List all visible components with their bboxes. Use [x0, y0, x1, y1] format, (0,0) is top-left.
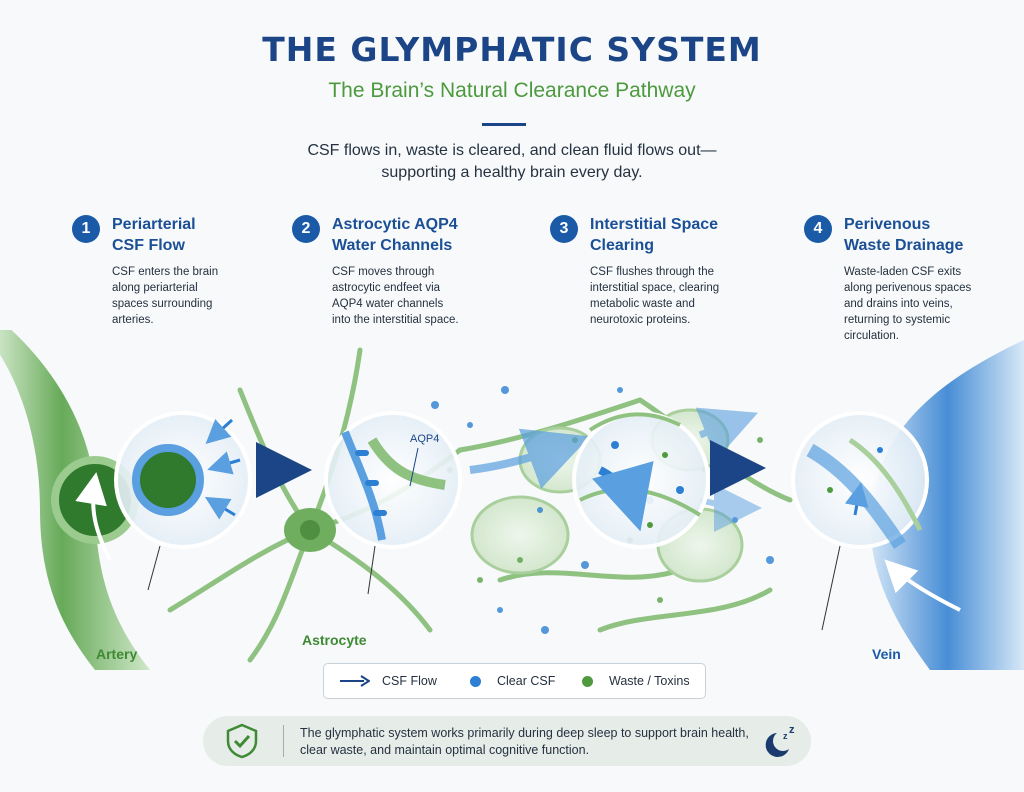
step-description-line: Waste-laden CSF exits [844, 266, 962, 278]
step-title-line: Perivenous [844, 216, 931, 233]
page-title: THE GLYMPHATIC SYSTEM [262, 30, 762, 69]
astrocyte-label: Astrocyte [302, 632, 367, 648]
intro-text: CSF flows in, waste is cleared, and clea… [262, 140, 762, 184]
step-description-line: astrocytic endfeet via [332, 282, 441, 294]
svg-text:z: z [783, 731, 788, 741]
flow-arrow [699, 483, 762, 532]
step-description: Waste-laden CSF exits along perivenous s… [844, 264, 1024, 344]
legend-item-csf-flow: CSF Flow [340, 664, 437, 698]
step-number-badge: 4 [804, 215, 832, 243]
lens-perivenous-drainage [791, 411, 929, 631]
astrocyte-nucleus [300, 520, 320, 540]
step-description-line: along periarterial [112, 282, 198, 294]
moon-sleep-icon: z z [765, 724, 795, 757]
title-divider [482, 123, 526, 126]
step-description-line: CSF enters the brain [112, 266, 219, 278]
arrow-right-icon [340, 675, 370, 687]
vein-flow-arrow [884, 559, 961, 612]
step-description-line: spaces surrounding [112, 298, 213, 310]
sleep-note-banner: The glymphatic system works primarily du… [203, 716, 811, 766]
artery-label: Artery [96, 646, 138, 662]
flow-arrow [469, 428, 590, 489]
step-description-line: interstitial space, clearing [590, 282, 720, 294]
lens-aqp4-channels: AQP4 [324, 411, 462, 595]
step-description-line: AQP4 water channels [332, 298, 444, 310]
svg-text:z: z [789, 724, 795, 736]
step-description-line: and drains into veins, [844, 298, 953, 310]
step-title-line: CSF Flow [112, 237, 185, 254]
shield-check-icon [226, 723, 258, 759]
step-description-line: arteries. [112, 314, 154, 326]
blue-dot-icon [470, 675, 481, 687]
lens-artery-cross-section [114, 411, 252, 591]
intro-line-1: CSF flows in, waste is cleared, and clea… [307, 142, 717, 159]
step-description: CSF enters the brain along periarterial … [112, 264, 292, 328]
step-description-line: along perivenous spaces [844, 282, 972, 294]
footer-divider [283, 725, 284, 757]
vein-label: Vein [872, 646, 901, 662]
glymphatic-illustration: AQP4 [0, 330, 1024, 670]
step-title-line: Periarterial [112, 216, 196, 233]
step-description-line: metabolic waste and [590, 298, 695, 310]
legend-item-clear-csf: Clear CSF [470, 664, 555, 698]
step-title-line: Water Channels [332, 237, 453, 254]
step-number-badge: 3 [550, 215, 578, 243]
step-title-line: Astrocytic AQP4 [332, 216, 458, 233]
step-title: Periarterial CSF Flow [112, 214, 292, 256]
green-dot-icon [582, 675, 593, 687]
step-title-line: Interstitial Space [590, 216, 719, 233]
step-description-line: neurotoxic proteins. [590, 314, 691, 326]
lens-interstitial-space [572, 411, 710, 549]
step-number-badge: 2 [292, 215, 320, 243]
legend-item-waste: Waste / Toxins [582, 664, 690, 698]
step-description: CSF flushes through the interstitial spa… [590, 264, 770, 328]
aqp4-label: AQP4 [410, 433, 439, 445]
page-subtitle: The Brain’s Natural Clearance Pathway [328, 79, 696, 102]
footer-line: clear waste, and maintain optimal cognit… [300, 743, 590, 757]
flow-arrow [695, 407, 758, 460]
footer-text: The glymphatic system works primarily du… [300, 725, 760, 759]
footer-line: The glymphatic system works primarily du… [300, 726, 749, 740]
step-title-line: Waste Drainage [844, 237, 964, 254]
step-description-line: returning to systemic [844, 314, 951, 326]
step-title: Interstitial Space Clearing [590, 214, 770, 256]
intro-line-2: supporting a healthy brain every day. [381, 164, 643, 181]
step-description-line: CSF flushes through the [590, 266, 715, 278]
step-description-line: CSF moves through [332, 266, 435, 278]
step-description: CSF moves through astrocytic endfeet via… [332, 264, 512, 328]
step-number-badge: 1 [72, 215, 100, 243]
legend: CSF Flow Clear CSF Waste / Toxins [323, 663, 706, 699]
step-description-line: circulation. [844, 330, 899, 342]
legend-label: Clear CSF [497, 674, 556, 688]
step-title-line: Clearing [590, 237, 655, 254]
legend-label: CSF Flow [382, 674, 437, 688]
artery-flow-arrow [75, 472, 112, 561]
step-title: Astrocytic AQP4 Water Channels [332, 214, 512, 256]
step-description-line: into the interstitial space. [332, 314, 459, 326]
step-title: Perivenous Waste Drainage [844, 214, 1024, 256]
legend-label: Waste / Toxins [609, 674, 690, 688]
